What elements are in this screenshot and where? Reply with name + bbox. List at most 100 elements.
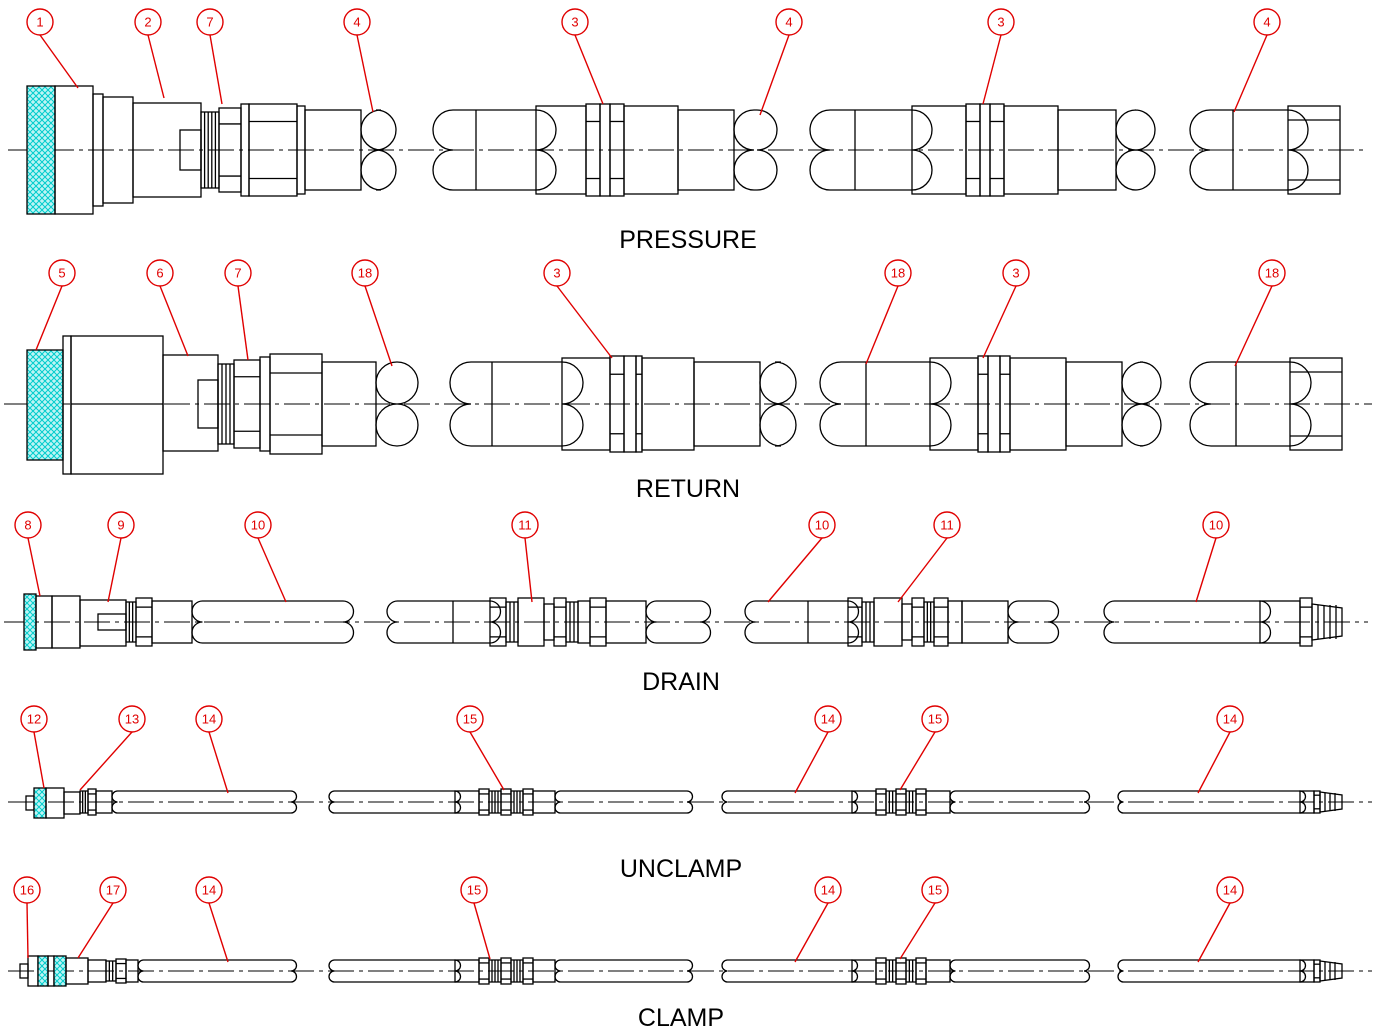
- callout-7: 7: [206, 15, 213, 30]
- leader-line: [794, 902, 829, 963]
- callout-circle: [921, 705, 949, 733]
- leader-line: [1234, 285, 1273, 367]
- hose-segment: [137, 959, 298, 983]
- crimp-sleeve: [693, 361, 761, 447]
- leader-line: [794, 731, 829, 794]
- strainer-mesh: [26, 85, 56, 215]
- leader-line: [574, 34, 604, 105]
- barb-tail: [1311, 603, 1343, 641]
- callout-4: 4: [785, 15, 792, 30]
- hose-end: [949, 959, 1091, 983]
- leader-line: [107, 537, 122, 603]
- leader-line: [1233, 34, 1268, 113]
- callout-circle: [343, 8, 371, 36]
- callout-circle: [26, 8, 54, 36]
- callout-10: 10: [815, 518, 829, 533]
- callout-14: 14: [1223, 883, 1237, 898]
- callout-circle: [107, 511, 135, 539]
- hose-end: [645, 600, 712, 644]
- crimp-sleeve: [925, 790, 951, 814]
- leader-line: [524, 537, 533, 603]
- leader-line: [159, 285, 189, 357]
- callout-circle: [48, 259, 76, 287]
- title-pressure: PRESSURE: [619, 226, 757, 254]
- callout-circle: [351, 259, 379, 287]
- end-fitting: [1289, 357, 1343, 451]
- crimp-sleeve: [605, 600, 647, 644]
- callout-circle: [808, 511, 836, 539]
- callout-15: 15: [928, 712, 942, 727]
- coupling-ring: [62, 335, 72, 475]
- callout-circle: [511, 511, 539, 539]
- crimp-sleeve: [304, 109, 362, 191]
- leader-line: [767, 537, 823, 603]
- leader-line: [33, 731, 45, 789]
- hose-end: [1007, 600, 1060, 644]
- callout-10: 10: [1209, 518, 1223, 533]
- leader-line: [79, 731, 133, 791]
- callout-18: 18: [1265, 266, 1279, 281]
- coupling-body: [70, 335, 164, 475]
- crimp-sleeve: [532, 790, 556, 814]
- strainer-mesh: [23, 593, 37, 651]
- callout-11: 11: [518, 518, 532, 533]
- title-unclamp: UNCLAMP: [620, 855, 742, 883]
- leader-line: [1197, 902, 1231, 963]
- hose-end: [1121, 361, 1162, 447]
- callout-14: 14: [821, 883, 835, 898]
- callout-circle: [561, 8, 589, 36]
- leader-line: [77, 902, 114, 959]
- hose-segment: [111, 790, 298, 814]
- callout-18: 18: [358, 266, 372, 281]
- adapter-body: [162, 354, 219, 452]
- leader-line: [1195, 537, 1217, 603]
- crimp-sleeve: [321, 361, 377, 447]
- hose-end: [1115, 109, 1156, 191]
- callout-2: 2: [144, 15, 151, 30]
- title-clamp: CLAMP: [638, 1004, 724, 1032]
- hose-end: [949, 790, 1091, 814]
- callout-3: 3: [1012, 266, 1019, 281]
- callout-15: 15: [928, 883, 942, 898]
- callout-circle: [884, 259, 912, 287]
- leader-line: [147, 34, 165, 99]
- leader-line: [356, 34, 374, 113]
- callout-4: 4: [353, 15, 360, 30]
- callout-circle: [814, 705, 842, 733]
- crimp-sleeve: [677, 109, 735, 191]
- leader-line: [257, 537, 287, 603]
- leader-line: [208, 902, 229, 963]
- leader-line: [26, 902, 29, 959]
- callout-circle: [195, 705, 223, 733]
- callout-11: 11: [940, 518, 954, 533]
- leader-line: [35, 285, 63, 351]
- callout-circle: [460, 876, 488, 904]
- callout-18: 18: [891, 266, 905, 281]
- leader-line: [27, 537, 41, 597]
- crimp-sleeve: [1057, 109, 1117, 191]
- callout-12: 12: [27, 712, 41, 727]
- callout-15: 15: [467, 883, 481, 898]
- callout-circle: [456, 705, 484, 733]
- callout-16: 16: [20, 883, 34, 898]
- callout-9: 9: [117, 518, 124, 533]
- callout-3: 3: [553, 266, 560, 281]
- crimp-sleeve: [961, 600, 1009, 644]
- leader-line: [899, 731, 936, 791]
- callout-15: 15: [463, 712, 477, 727]
- crimp-sleeve: [925, 959, 951, 983]
- coupling-collar: [63, 791, 81, 815]
- leader-line: [899, 902, 936, 960]
- callout-circle: [1216, 876, 1244, 904]
- hose-end: [375, 361, 419, 447]
- hose-end: [554, 790, 694, 814]
- crimp-sleeve: [125, 959, 139, 983]
- callout-circle: [921, 876, 949, 904]
- leader-line: [364, 285, 393, 367]
- leader-line: [759, 34, 790, 116]
- end-fitting: [1287, 105, 1341, 195]
- callout-10: 10: [251, 518, 265, 533]
- leader-line: [982, 285, 1017, 359]
- callout-3: 3: [997, 15, 1004, 30]
